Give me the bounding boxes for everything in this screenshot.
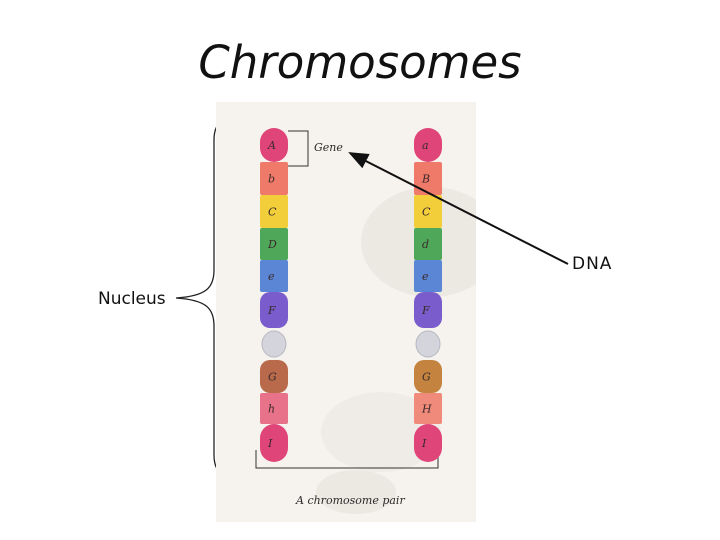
dna-label: DNA	[572, 254, 613, 274]
left-band-g	[260, 360, 288, 393]
left-band-letter: b	[268, 173, 275, 186]
gene-label: Gene	[314, 141, 343, 154]
right-band-letter: H	[421, 403, 432, 416]
left-band-i	[260, 424, 288, 462]
left-band-letter: D	[267, 238, 277, 251]
left-band-f	[260, 292, 288, 328]
left-band-letter: h	[268, 403, 275, 416]
pair-bracket	[255, 450, 439, 469]
left-band-letter: F	[267, 304, 276, 317]
slide-title: Chromosomes	[198, 36, 522, 89]
left-band-letter: I	[267, 437, 273, 450]
right-band-letter: e	[422, 270, 429, 283]
left-band-a	[260, 128, 288, 162]
left-band-h	[260, 393, 288, 424]
right-band-h	[414, 393, 442, 424]
right-band-letter: I	[421, 437, 427, 450]
right-band-e	[414, 260, 442, 292]
right-band-letter: C	[422, 206, 431, 219]
left-band-d	[260, 228, 288, 260]
right-band-letter: F	[421, 304, 430, 317]
left-band-letter: e	[268, 270, 275, 283]
left-band-e	[260, 260, 288, 292]
left-band-letter: A	[267, 139, 276, 152]
chromosome-pair-svg: Gene A chromosome pair AbC DeF GhI aB Cd eF G…	[255, 128, 476, 514]
right-band-f	[414, 292, 442, 328]
right-band-letter: a	[422, 139, 429, 152]
nucleus-label: Nucleus	[98, 289, 166, 309]
right-band-letter: d	[422, 238, 429, 251]
pair-caption: A chromosome pair	[295, 494, 405, 507]
right-band-i	[414, 424, 442, 462]
right-band-letter: B	[421, 173, 430, 186]
left-band-b	[260, 162, 288, 195]
right-band-g	[414, 360, 442, 393]
left-band-letter: C	[268, 206, 277, 219]
left-band-letter: G	[268, 371, 277, 384]
gene-bracket	[288, 130, 309, 167]
left-chromosome: AbC DeF GhI	[260, 128, 288, 462]
right-band-letter: G	[422, 371, 431, 384]
left-centromere	[261, 330, 287, 358]
right-chromosome: aB Cd eF G H I	[414, 128, 442, 462]
right-centromere	[415, 330, 441, 358]
left-band-c	[260, 195, 288, 228]
